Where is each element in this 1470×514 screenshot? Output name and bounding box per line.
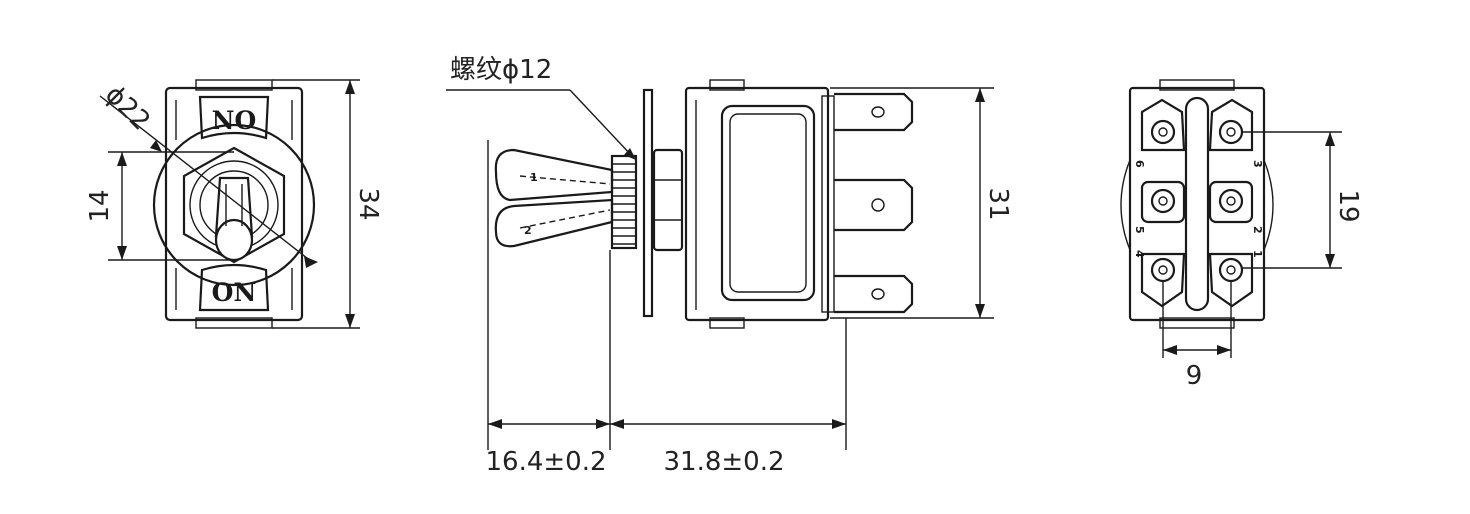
front-corner-brackets — [175, 100, 293, 310]
side-dim-body-arrow-r — [832, 419, 846, 429]
side-panel-plate — [642, 88, 654, 318]
rear-pin-label-2: 2 — [1251, 226, 1264, 234]
front-top-plate — [198, 95, 270, 140]
thread-label: 螺纹ϕ12 — [450, 55, 552, 85]
label-no: NO — [212, 106, 257, 135]
rear-pin-br — [1218, 257, 1244, 283]
rear-pin-label-5: 5 — [1133, 226, 1146, 234]
lever-mark-1: 1 — [530, 171, 538, 184]
rear-pin-mr-core — [1226, 196, 1236, 206]
front-14-arrow-bottom — [117, 246, 127, 260]
rear-pin-tr-core — [1226, 127, 1236, 137]
side-window-outer — [720, 104, 816, 302]
side-terminal-mid-hole — [871, 198, 885, 212]
side-31-arrow-top — [975, 88, 985, 102]
front-diameter-arrow-end — [304, 256, 318, 268]
side-body — [684, 86, 830, 322]
front-hex-nut — [182, 146, 286, 264]
rear-pin-tl-frame — [1140, 98, 1186, 152]
rear-pin-label-3: 3 — [1251, 160, 1264, 168]
side-bushing — [610, 154, 638, 250]
side-dim-body-label: 31.8±0.2 — [663, 447, 784, 477]
front-34-label: 34 — [353, 187, 383, 220]
front-view: NO ON ϕ22 14 34 — [85, 79, 383, 329]
rear-19-label: 19 — [1333, 189, 1363, 222]
rear-pin-label-6: 6 — [1133, 160, 1146, 168]
rear-pin-label-1: 1 — [1251, 250, 1264, 258]
front-flange-circle — [152, 123, 316, 287]
side-nut — [652, 148, 684, 252]
side-lever-dash-2 — [519, 209, 611, 229]
rear-19-arrow-bottom — [1325, 254, 1335, 268]
lever-mark-2: 2 — [524, 224, 532, 237]
front-top-tab — [195, 79, 273, 91]
rear-pin-bl-frame — [1140, 252, 1186, 308]
side-terminal-bottom-hole — [871, 288, 885, 300]
rear-pin-tl — [1150, 119, 1176, 145]
side-view: 螺纹ϕ12 1 2 — [446, 55, 1013, 477]
side-terminal-top — [834, 92, 914, 132]
rear-9-arrow-right — [1217, 345, 1231, 355]
front-14-arrow-top — [117, 152, 127, 166]
front-lever-lines — [225, 184, 243, 226]
side-dim-lever-arrow-l — [488, 419, 502, 429]
rear-pin-br-frame — [1208, 252, 1254, 308]
side-31-label: 31 — [983, 187, 1013, 220]
rear-pin-grid — [1140, 98, 1254, 308]
front-bottom-plate — [198, 263, 270, 312]
rear-9-arrow-left — [1163, 345, 1177, 355]
rear-pin-mr — [1218, 188, 1244, 214]
rear-bottom-tab — [1159, 317, 1235, 329]
front-diameter-leader — [99, 95, 313, 263]
side-terminal-mid — [834, 178, 914, 232]
rear-view: 6 3 5 2 4 1 19 9 — [1120, 79, 1363, 391]
rear-pin-bl-core — [1158, 265, 1168, 275]
side-lever-dash-1 — [519, 175, 611, 185]
side-lever-pos1 — [494, 148, 614, 202]
side-terminal-top-hole — [871, 106, 885, 118]
rear-pin-tr-frame — [1208, 98, 1254, 152]
thread-leader-diag — [569, 89, 633, 157]
front-body-outline — [164, 86, 304, 322]
rear-top-tab — [1159, 79, 1235, 91]
rear-pin-br-core — [1226, 265, 1236, 275]
rear-pin-ml-core — [1158, 196, 1168, 206]
side-lever-pos2 — [494, 198, 614, 248]
side-terminal-base — [821, 95, 835, 313]
front-diameter-label: ϕ22 — [99, 80, 156, 137]
rear-pin-label-4: 4 — [1133, 250, 1146, 258]
side-top-tab — [709, 79, 745, 91]
front-bottom-tab — [195, 317, 273, 329]
side-dim-body-arrow-l — [610, 419, 624, 429]
rear-pin-mr-frame — [1208, 180, 1254, 224]
front-14-label: 14 — [85, 189, 115, 222]
front-34-arrow-top — [345, 80, 355, 94]
side-window-inner — [729, 113, 807, 293]
side-dim-lever-label: 16.4±0.2 — [485, 447, 606, 477]
rear-center-divider — [1184, 96, 1210, 312]
side-thread-lines — [612, 163, 636, 245]
front-34-arrow-bottom — [345, 314, 355, 328]
side-dim-lever-arrow-r — [596, 419, 610, 429]
front-lever-tip — [214, 218, 254, 262]
rear-pin-ml-frame — [1140, 180, 1186, 224]
side-bottom-tab — [709, 317, 745, 329]
rear-pin-bl — [1150, 257, 1176, 283]
side-31-arrow-bottom — [975, 304, 985, 318]
front-diameter-arrow — [150, 140, 162, 152]
rear-9-label: 9 — [1186, 361, 1203, 391]
rear-side-arcs — [1120, 159, 1274, 251]
rear-body — [1128, 86, 1266, 322]
rear-pin-tr — [1218, 119, 1244, 145]
side-terminal-bottom — [834, 274, 914, 314]
rear-pin-ml — [1150, 188, 1176, 214]
rear-pin-tl-core — [1158, 127, 1168, 137]
rear-19-arrow-top — [1325, 132, 1335, 146]
